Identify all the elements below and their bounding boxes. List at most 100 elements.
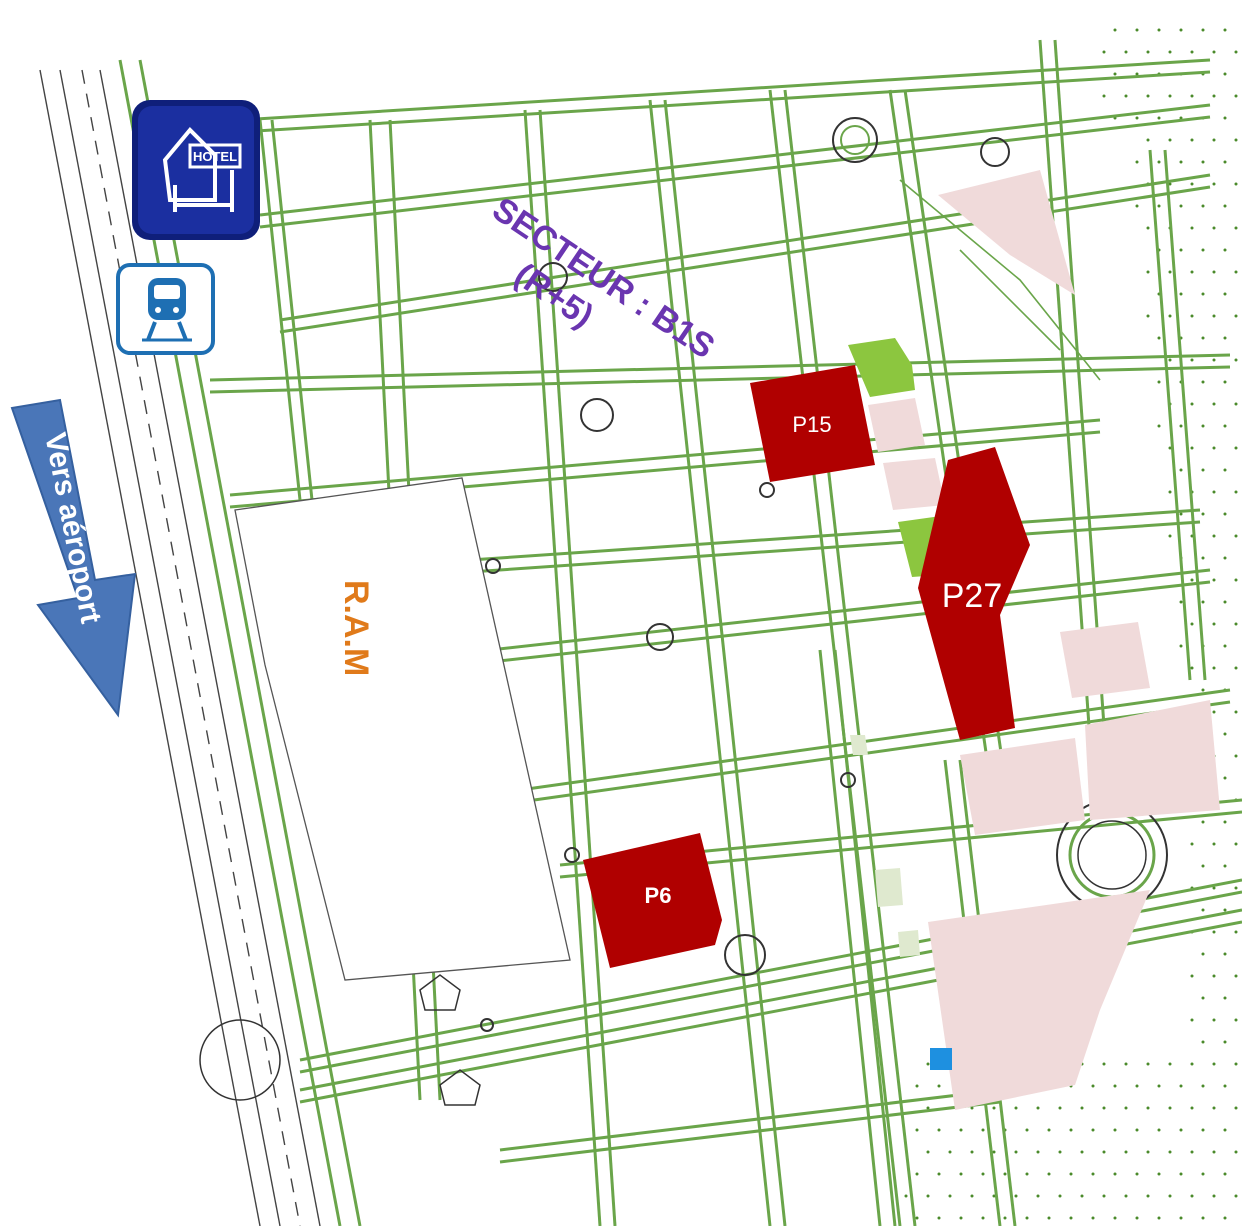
tree-marker xyxy=(1212,886,1216,890)
tree-marker xyxy=(1190,402,1194,406)
tree-marker xyxy=(1201,952,1205,956)
tree-marker xyxy=(1168,182,1172,186)
tree-marker xyxy=(1212,314,1216,318)
tree-marker xyxy=(1234,1194,1238,1198)
tree-marker xyxy=(1135,160,1139,164)
tree-marker xyxy=(1234,490,1238,494)
tree-marker xyxy=(1212,710,1216,714)
park-area xyxy=(880,20,1242,1226)
tree-marker xyxy=(1223,292,1227,296)
plot-p15-label: P15 xyxy=(792,412,831,437)
tree-marker xyxy=(1223,204,1227,208)
tree-marker xyxy=(1212,94,1216,98)
tree-marker xyxy=(1179,204,1183,208)
tree-marker xyxy=(1014,1194,1018,1198)
tree-marker xyxy=(1234,1018,1238,1022)
tree-marker xyxy=(1234,270,1238,274)
tree-marker xyxy=(970,1150,974,1154)
hotel-sign: HOTEL xyxy=(193,149,237,164)
tree-marker xyxy=(1080,1150,1084,1154)
plot-p6[interactable]: P6 xyxy=(583,833,722,968)
tree-marker xyxy=(1234,534,1238,538)
train-icon[interactable] xyxy=(116,263,215,355)
tree-marker xyxy=(1234,974,1238,978)
tree-marker xyxy=(1102,1194,1106,1198)
tree-marker xyxy=(937,1084,941,1088)
tree-marker xyxy=(1135,1172,1139,1176)
tree-marker xyxy=(1201,556,1205,560)
hotel-icon[interactable]: HOTEL xyxy=(132,100,260,240)
tree-marker xyxy=(1201,204,1205,208)
road-network xyxy=(39,39,1242,1226)
tree-marker xyxy=(1146,1106,1150,1110)
tree-marker xyxy=(1179,292,1183,296)
tree-marker xyxy=(1124,50,1128,54)
tree-marker xyxy=(1201,1084,1205,1088)
tree-marker xyxy=(1146,270,1150,274)
tree-marker xyxy=(1124,1106,1128,1110)
tree-marker xyxy=(1201,996,1205,1000)
tree-marker xyxy=(1190,94,1194,98)
tree-marker xyxy=(1234,1106,1238,1110)
tree-marker xyxy=(1223,1084,1227,1088)
tree-marker xyxy=(1113,1172,1117,1176)
tree-marker xyxy=(1190,50,1194,54)
tree-marker xyxy=(1157,1084,1161,1088)
tree-marker xyxy=(1135,72,1139,76)
tree-marker xyxy=(1179,1172,1183,1176)
tree-marker xyxy=(1025,1216,1029,1220)
tree-marker xyxy=(1124,1062,1128,1066)
tree-marker xyxy=(1212,402,1216,406)
tree-marker xyxy=(1113,1084,1117,1088)
tree-marker xyxy=(1135,204,1139,208)
tree-marker xyxy=(1168,1150,1172,1154)
tree-marker xyxy=(1146,138,1150,142)
tree-marker xyxy=(1091,1084,1095,1088)
tree-marker xyxy=(1179,644,1183,648)
tree-marker xyxy=(1069,1172,1073,1176)
tree-marker xyxy=(1223,1172,1227,1176)
tree-marker xyxy=(1223,424,1227,428)
tree-marker xyxy=(1179,160,1183,164)
tree-marker xyxy=(1157,424,1161,428)
tree-marker xyxy=(1234,94,1238,98)
tree-marker xyxy=(1223,776,1227,780)
tree-marker xyxy=(1234,402,1238,406)
tree-marker xyxy=(1201,336,1205,340)
tree-marker xyxy=(1146,50,1150,54)
tree-marker xyxy=(1223,996,1227,1000)
tree-marker xyxy=(959,1128,963,1132)
tree-marker xyxy=(1146,1194,1150,1198)
tree-marker xyxy=(1212,930,1216,934)
tree-marker xyxy=(1212,138,1216,142)
tree-marker xyxy=(1201,512,1205,516)
tree-marker xyxy=(1157,336,1161,340)
tree-marker xyxy=(1157,116,1161,120)
tree-marker xyxy=(981,1128,985,1132)
plot-p27[interactable]: P27 xyxy=(918,447,1030,740)
tree-marker xyxy=(1212,1106,1216,1110)
tree-marker xyxy=(1201,1040,1205,1044)
tree-marker xyxy=(1102,1106,1106,1110)
tree-marker xyxy=(1135,1084,1139,1088)
tree-marker xyxy=(1190,226,1194,230)
tree-marker xyxy=(1190,1018,1194,1022)
plot-p15[interactable]: P15 xyxy=(750,365,875,482)
tree-marker xyxy=(1179,1216,1183,1220)
tree-marker xyxy=(1223,644,1227,648)
direction-label: Vers aéroport xyxy=(38,430,107,626)
tree-marker xyxy=(1223,952,1227,956)
tree-marker xyxy=(1091,1216,1095,1220)
tree-marker xyxy=(1179,512,1183,516)
tree-marker xyxy=(1036,1150,1040,1154)
tree-marker xyxy=(915,1172,919,1176)
tree-marker xyxy=(1135,1216,1139,1220)
tree-marker xyxy=(1234,314,1238,318)
tree-marker xyxy=(1080,1106,1084,1110)
tree-marker xyxy=(1113,72,1117,76)
tree-marker xyxy=(926,1106,930,1110)
tree-marker xyxy=(1201,1128,1205,1132)
ram-block xyxy=(234,477,571,981)
